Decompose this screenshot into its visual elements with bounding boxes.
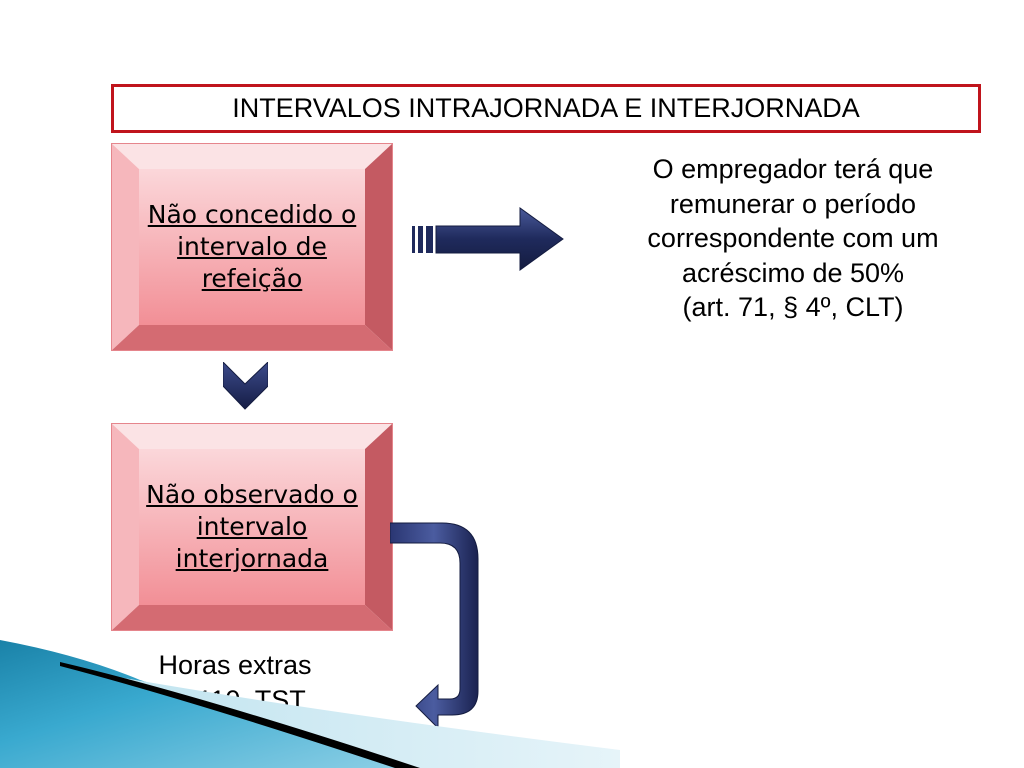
corner-decoration bbox=[0, 640, 620, 768]
box-label: Não concedido o intervalo de refeição bbox=[147, 200, 357, 293]
consequence-line: correspondente com um bbox=[647, 223, 939, 254]
arrow-right-icon bbox=[412, 207, 564, 271]
consequence-text: O empregador terá que remunerar o períod… bbox=[598, 152, 988, 325]
box-intervalo-interjornada: Não observado o intervalo interjornada bbox=[111, 423, 393, 631]
consequence-line: remunerar o período bbox=[669, 188, 917, 219]
slide-title: INTERVALOS INTRAJORNADA E INTERJORNADA bbox=[111, 84, 981, 133]
box-intervalo-refeicao: Não concedido o intervalo de refeição bbox=[111, 143, 393, 351]
box-label: Não observado o intervalo interjornada bbox=[146, 480, 358, 573]
bevel-frame bbox=[111, 143, 393, 351]
caption-line-1: Horas extras bbox=[158, 650, 312, 680]
consequence-line: O empregador terá que bbox=[652, 154, 934, 184]
consequence-line: acréscimo de 50% bbox=[681, 257, 905, 288]
chevron-down-icon bbox=[223, 362, 268, 410]
bevel-frame bbox=[111, 423, 393, 631]
consequence-line: (art. 71, § 4º, CLT) bbox=[682, 292, 904, 323]
bent-arrow-icon bbox=[390, 522, 479, 730]
